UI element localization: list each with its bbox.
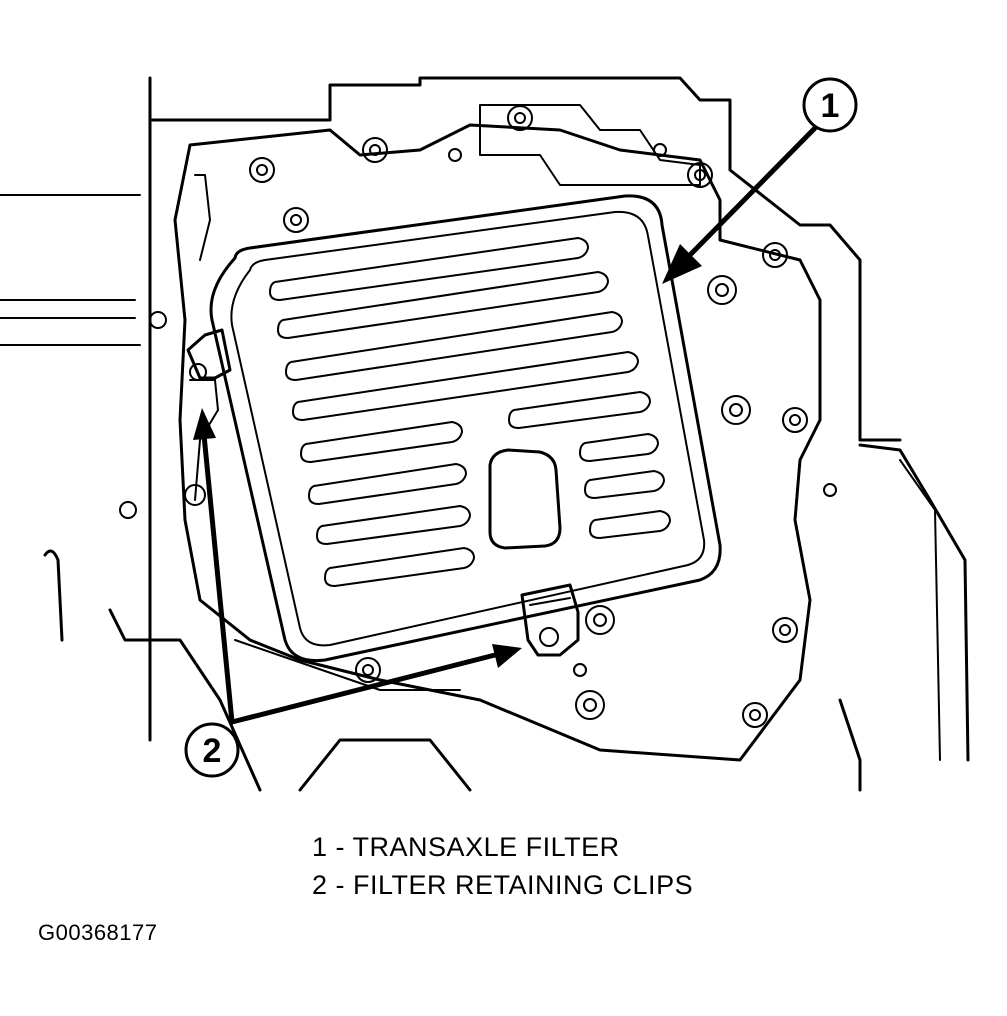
callout-2-number: 2 xyxy=(203,732,222,770)
transaxle-filter xyxy=(209,194,722,663)
callout-2: 2 xyxy=(184,722,240,778)
callout-1: 1 xyxy=(802,77,858,133)
filter-ribs xyxy=(269,237,671,587)
legend-item-2: 2 - FILTER RETAINING CLIPS xyxy=(312,866,693,904)
leader-arrows xyxy=(193,125,818,725)
callout-1-number: 1 xyxy=(821,87,840,125)
legend-item-2-text: FILTER RETAINING CLIPS xyxy=(353,870,694,900)
retaining-clips xyxy=(186,328,580,657)
legend: 1 - TRANSAXLE FILTER 2 - FILTER RETAININ… xyxy=(312,828,693,904)
transmission-case-outline xyxy=(0,76,970,792)
legend-item-2-number: 2 xyxy=(312,870,328,900)
figure-id: G00368177 xyxy=(38,920,158,945)
legend-item-1: 1 - TRANSAXLE FILTER xyxy=(312,828,693,866)
legend-item-1-text: TRANSAXLE FILTER xyxy=(352,832,620,862)
transaxle-filter-illustration: 1 2 xyxy=(0,76,970,792)
legend-item-1-separator: - xyxy=(327,832,353,862)
legend-item-2-separator: - xyxy=(327,870,354,900)
legend-item-1-number: 1 xyxy=(312,832,328,862)
bolts xyxy=(119,105,837,728)
filter-inlet xyxy=(488,448,562,550)
valve-body-plate xyxy=(173,104,822,762)
